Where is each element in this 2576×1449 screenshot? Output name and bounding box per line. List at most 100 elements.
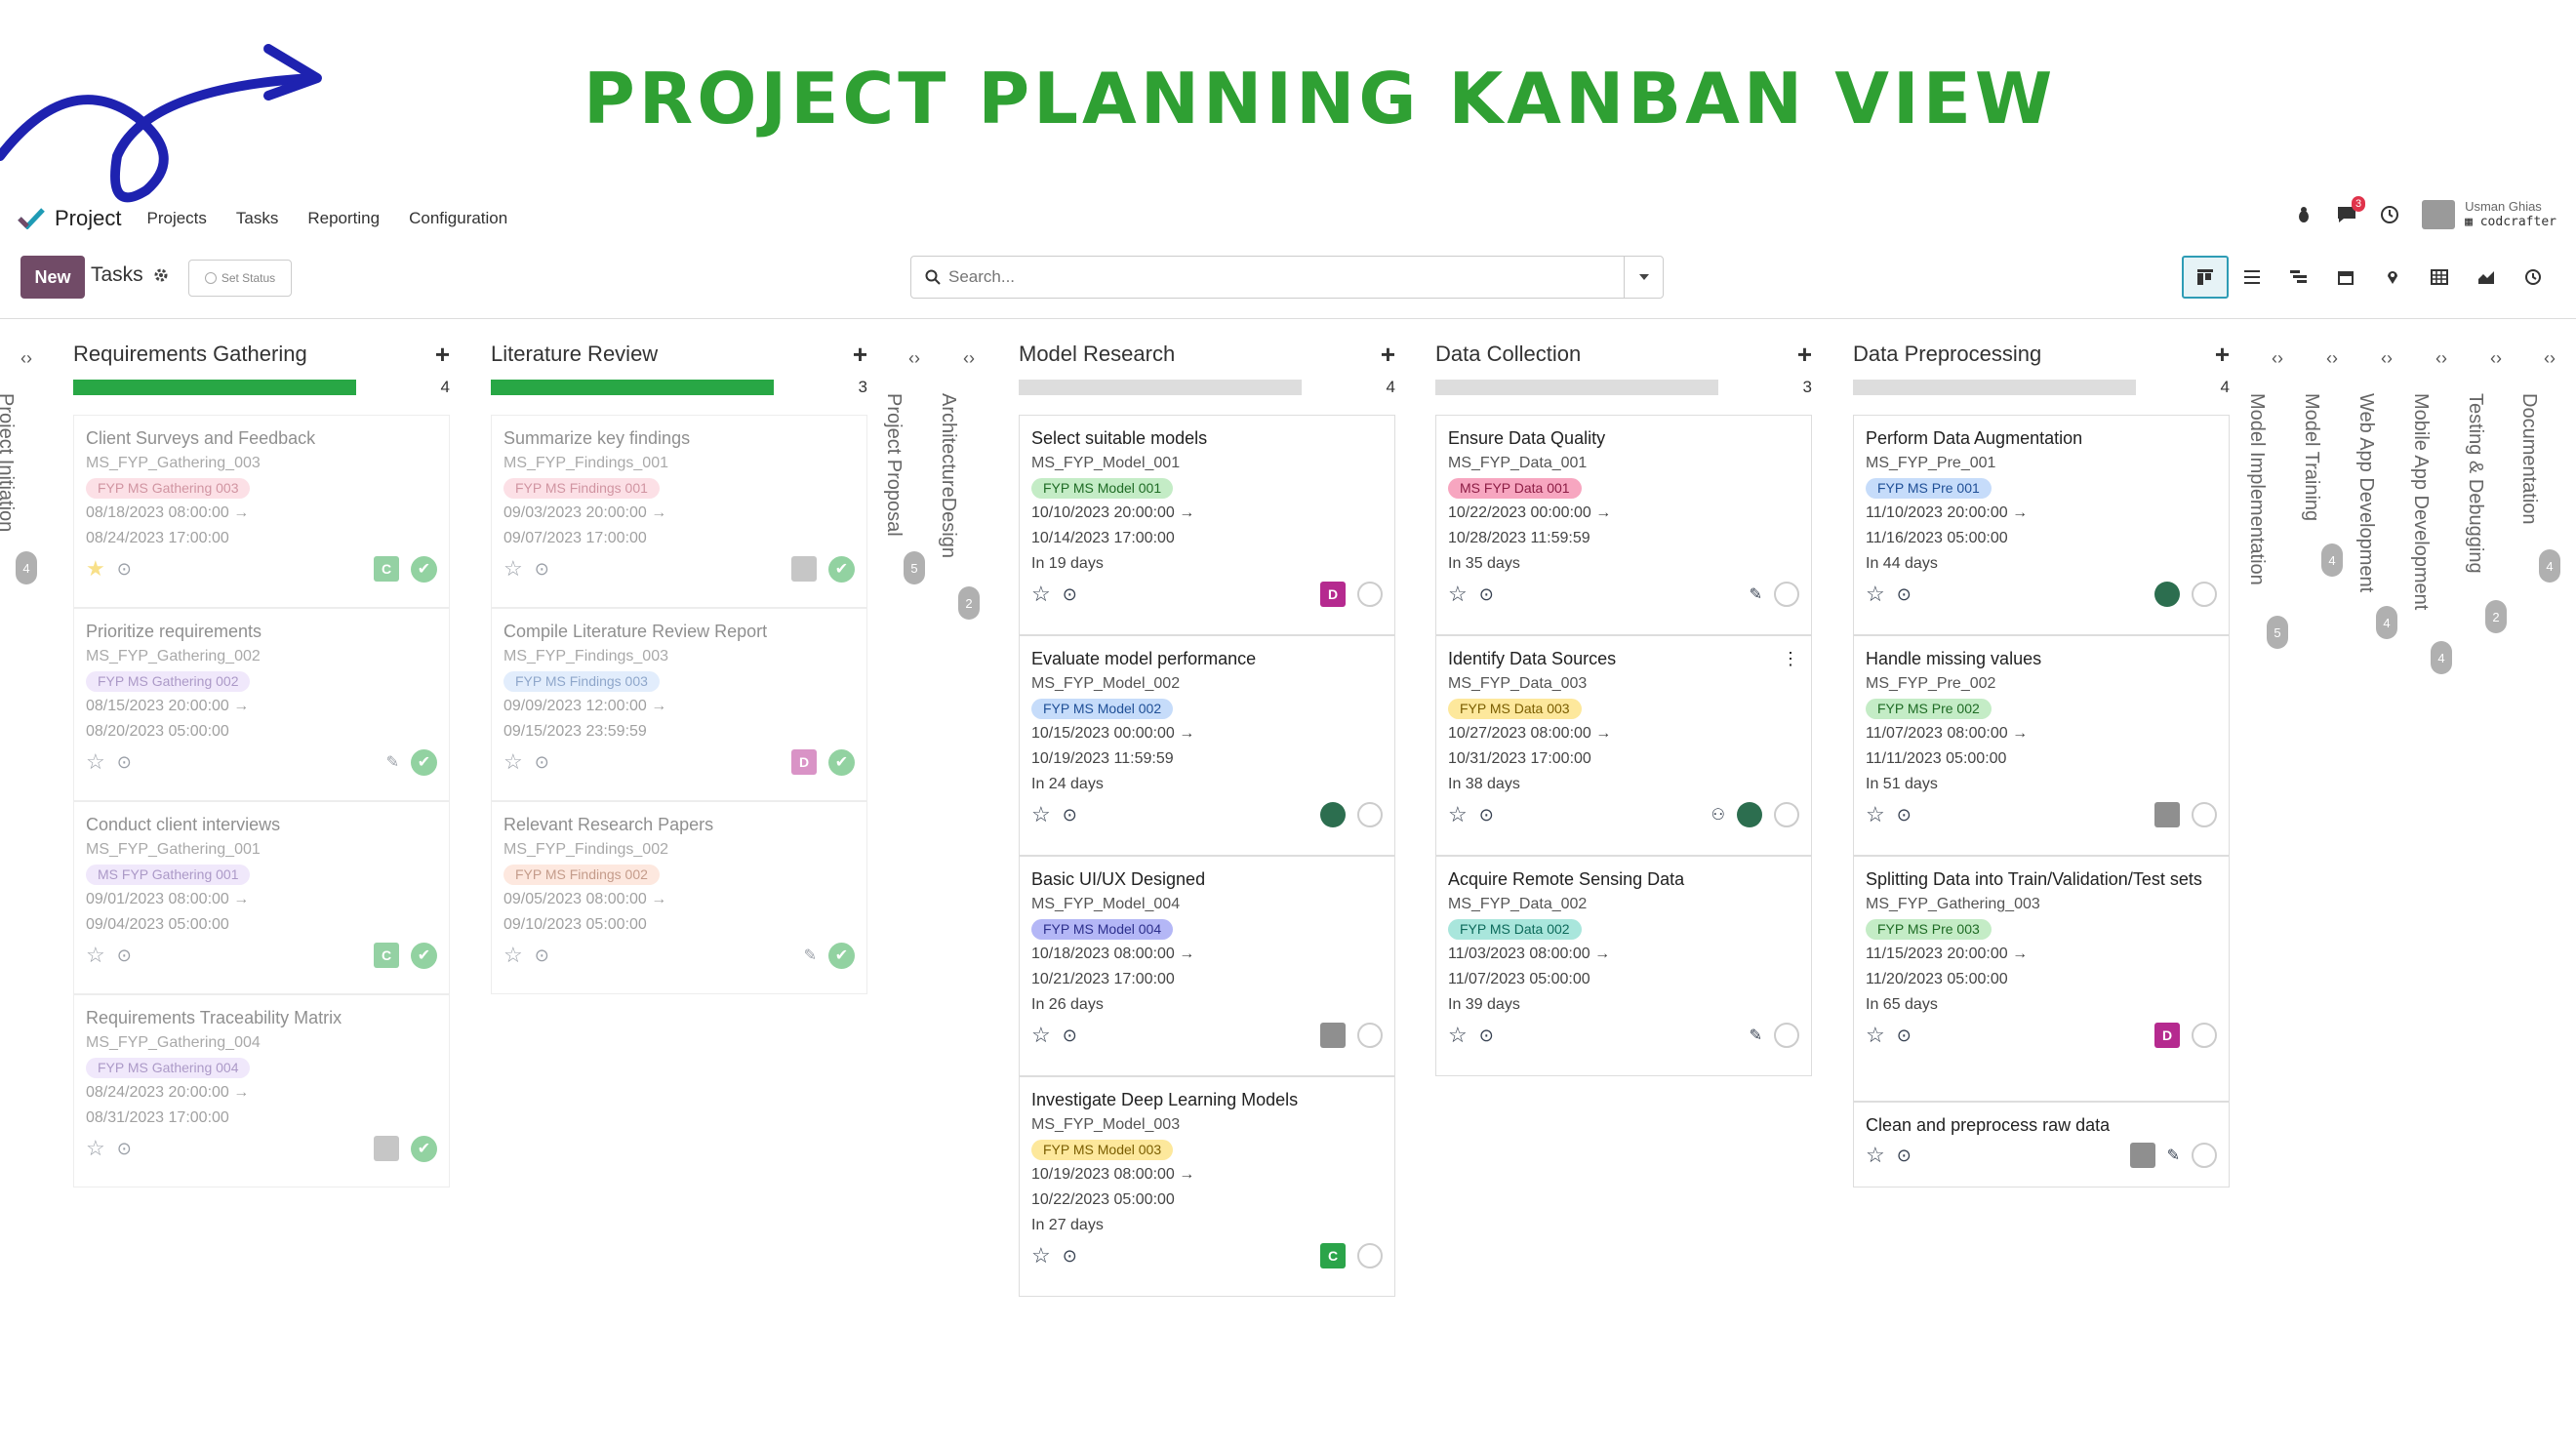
column-progress-bar[interactable] [1435, 380, 1718, 395]
star-icon[interactable]: ☆ [503, 556, 523, 581]
status-circle-icon[interactable] [2192, 1023, 2217, 1048]
star-icon[interactable]: ☆ [1448, 802, 1468, 826]
status-circle-icon[interactable] [2192, 1143, 2217, 1168]
expand-arrows-icon[interactable]: ‹› [2435, 348, 2447, 368]
activity-clock-icon[interactable]: ⊙ [116, 751, 132, 772]
kanban-view-button[interactable] [2182, 256, 2229, 299]
task-card[interactable]: Select suitable models MS_FYP_Model_001 … [1019, 415, 1395, 635]
activity-clock-icon[interactable]: ⊙ [1896, 584, 1912, 604]
star-icon[interactable]: ☆ [86, 749, 105, 774]
new-button[interactable]: New [20, 256, 85, 299]
task-card[interactable]: Clean and preprocess raw data ☆⊙ ✎ [1853, 1102, 2230, 1187]
app-brand[interactable]: Project [18, 206, 121, 231]
folded-column-model-implementation[interactable]: ‹› Model Implementation 5 [2246, 319, 2304, 649]
task-card[interactable]: Conduct client interviews MS_FYP_Gatheri… [73, 801, 450, 994]
star-icon[interactable]: ☆ [503, 943, 523, 967]
done-check-icon[interactable]: ✔ [411, 748, 437, 776]
menu-configuration[interactable]: Configuration [409, 209, 508, 227]
map-view-button[interactable] [2369, 256, 2416, 299]
menu-projects[interactable]: Projects [146, 209, 207, 227]
add-task-button[interactable]: + [852, 339, 867, 369]
activity-view-button[interactable] [2510, 256, 2556, 299]
add-task-button[interactable]: + [1380, 339, 1395, 369]
star-icon[interactable]: ☆ [503, 749, 523, 774]
star-icon[interactable]: ☆ [1031, 802, 1051, 826]
activity-clock-icon[interactable]: ⊙ [1062, 1245, 1077, 1266]
expand-arrows-icon[interactable]: ‹› [20, 348, 32, 368]
activity-clock-icon[interactable]: ⊙ [534, 945, 549, 965]
activity-clock-icon[interactable]: ⊙ [116, 945, 132, 965]
set-status-button[interactable]: Set Status [188, 260, 292, 297]
star-icon[interactable]: ☆ [1448, 582, 1468, 606]
debug-bug-icon[interactable] [2293, 204, 2314, 225]
folded-column-web-app-development[interactable]: ‹› Web App Development 4 [2355, 319, 2413, 639]
add-task-button[interactable]: + [1796, 339, 1812, 369]
activity-clock-icon[interactable]: ⊙ [534, 751, 549, 772]
graph-view-button[interactable] [2463, 256, 2510, 299]
folded-column-testing-debugging[interactable]: ‹› Testing & Debugging 2 [2465, 319, 2522, 633]
expand-arrows-icon[interactable]: ‹› [2544, 348, 2556, 368]
menu-reporting[interactable]: Reporting [307, 209, 381, 227]
add-task-button[interactable]: + [2214, 339, 2230, 369]
gear-icon[interactable] [153, 267, 169, 283]
done-check-icon[interactable]: ✔ [411, 555, 437, 583]
expand-arrows-icon[interactable]: ‹› [908, 348, 920, 368]
gantt-view-button[interactable] [2275, 256, 2322, 299]
column-progress-bar[interactable] [491, 380, 774, 395]
messages-icon[interactable]: 3 [2336, 195, 2366, 225]
task-card[interactable]: Identify Data Sources⋮ MS_FYP_Data_003 F… [1435, 635, 1812, 856]
star-icon[interactable]: ☆ [1866, 1023, 1885, 1047]
activity-clock-icon[interactable]: ⊙ [116, 1138, 132, 1158]
folded-column-mobile-app-development[interactable]: ‹› Mobile App Development 4 [2410, 319, 2468, 674]
calendar-view-button[interactable] [2322, 256, 2369, 299]
status-circle-icon[interactable] [1774, 802, 1799, 827]
activity-clock-icon[interactable]: ⊙ [1896, 804, 1912, 825]
activity-clock-icon[interactable]: ⊙ [534, 558, 549, 579]
folded-column-documentation[interactable]: ‹› Documentation 4 [2518, 319, 2576, 631]
star-icon[interactable]: ☆ [1866, 802, 1885, 826]
folded-column-project-proposal[interactable]: ‹› Project Proposal 5 [883, 319, 941, 631]
activity-clock-icon[interactable]: ⊙ [1478, 1025, 1494, 1045]
column-progress-bar[interactable] [1019, 380, 1302, 395]
done-check-icon[interactable]: ✔ [411, 1135, 437, 1162]
expand-arrows-icon[interactable]: ‹› [2490, 348, 2502, 368]
menu-tasks[interactable]: Tasks [235, 209, 279, 227]
task-card[interactable]: Requirements Traceability Matrix MS_FYP_… [73, 994, 450, 1187]
expand-arrows-icon[interactable]: ‹› [2326, 348, 2338, 368]
status-circle-icon[interactable] [1774, 1023, 1799, 1048]
task-card[interactable]: Client Surveys and Feedback MS_FYP_Gathe… [73, 415, 450, 608]
star-icon[interactable]: ☆ [86, 943, 105, 967]
user-menu[interactable]: Usman Ghias ▦ codcrafter [2422, 199, 2556, 229]
task-card[interactable]: Relevant Research Papers MS_FYP_Findings… [491, 801, 867, 994]
star-icon[interactable]: ☆ [1448, 1023, 1468, 1047]
task-card[interactable]: Acquire Remote Sensing Data MS_FYP_Data_… [1435, 856, 1812, 1076]
star-icon[interactable]: ☆ [86, 1136, 105, 1160]
column-progress-bar[interactable] [1853, 380, 2136, 395]
activity-clock-icon[interactable]: ⊙ [1896, 1145, 1912, 1165]
task-card[interactable]: Investigate Deep Learning Models MS_FYP_… [1019, 1076, 1395, 1297]
status-circle-icon[interactable] [1357, 802, 1383, 827]
activity-clock-icon[interactable]: ⊙ [1062, 584, 1077, 604]
add-task-button[interactable]: + [434, 339, 450, 369]
search-options-toggle[interactable] [1624, 257, 1663, 298]
expand-arrows-icon[interactable]: ‹› [963, 348, 975, 368]
folded-column-model-training[interactable]: ‹› Model Training 4 [2301, 319, 2358, 631]
task-card[interactable]: Perform Data Augmentation MS_FYP_Pre_001… [1853, 415, 2230, 635]
activity-clock-icon[interactable]: ⊙ [1062, 804, 1077, 825]
done-check-icon[interactable]: ✔ [828, 555, 855, 583]
card-menu-icon[interactable]: ⋮ [1782, 649, 1799, 668]
task-card[interactable]: Evaluate model performance MS_FYP_Model_… [1019, 635, 1395, 856]
star-icon[interactable]: ☆ [1031, 1243, 1051, 1268]
activity-clock-icon[interactable]: ⊙ [1896, 1025, 1912, 1045]
status-circle-icon[interactable] [2192, 582, 2217, 607]
status-circle-icon[interactable] [1774, 582, 1799, 607]
activity-clock-icon[interactable]: ⊙ [1062, 1025, 1077, 1045]
done-check-icon[interactable]: ✔ [828, 748, 855, 776]
star-icon[interactable]: ☆ [1031, 582, 1051, 606]
column-progress-bar[interactable] [73, 380, 356, 395]
star-icon[interactable]: ★ [86, 556, 105, 581]
activity-clock-icon[interactable]: ⊙ [1478, 584, 1494, 604]
done-check-icon[interactable]: ✔ [411, 942, 437, 969]
activity-clock-icon[interactable]: ⊙ [116, 558, 132, 579]
star-icon[interactable]: ☆ [1866, 1143, 1885, 1167]
